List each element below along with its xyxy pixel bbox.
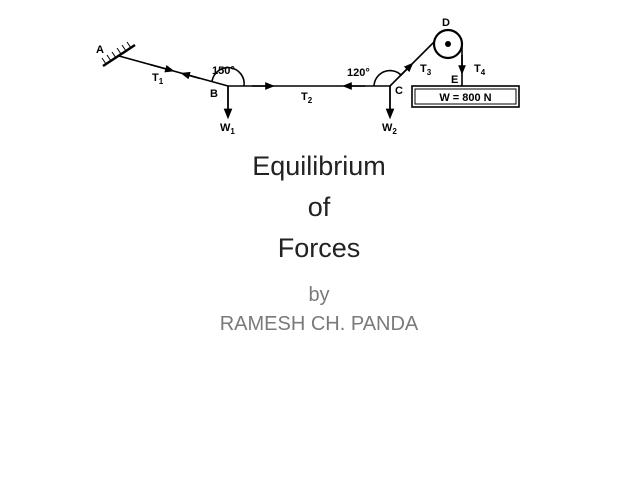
t1-label: T1	[152, 72, 164, 86]
byline-by: by	[308, 284, 330, 306]
t3-label: T3	[420, 63, 432, 77]
point-b-label: B	[210, 88, 218, 100]
t1-arrow	[149, 63, 175, 73]
w1-label: W1	[220, 122, 235, 136]
wall-support	[101, 41, 136, 68]
pulley-hub	[445, 41, 451, 47]
author-name: RAMESH CH. PANDA	[219, 313, 419, 335]
load-box	[411, 85, 520, 108]
angle-arc-b	[211, 66, 245, 87]
point-d-label: D	[442, 17, 450, 29]
load-box-label: W = 800 N	[439, 92, 491, 104]
slide-title: Equilibrium of Forces	[0, 146, 638, 269]
slide-subtitle: by RAMESH CH. PANDA	[0, 281, 638, 339]
title-line-2: of	[307, 192, 331, 222]
angle-b-label: 150°	[212, 65, 235, 77]
title-line-3: Forces	[277, 233, 361, 263]
angle-c-label: 120°	[347, 67, 370, 79]
point-c-label: C	[395, 85, 403, 97]
w2-label: W2	[382, 122, 397, 136]
pulley-force-diagram: W = 800 N A B C D E 150° 120° T1 T2 T3 T…	[96, 17, 520, 136]
title-line-1: Equilibrium	[252, 151, 386, 181]
t3-arrow	[399, 62, 414, 77]
t2-label: T2	[301, 91, 313, 105]
t1-arrow-reverse	[180, 71, 201, 80]
string-cd	[389, 37, 439, 87]
angle-arc-c	[373, 69, 402, 87]
point-e-label: E	[451, 74, 458, 86]
point-a-label: A	[96, 44, 104, 56]
t4-label: T4	[474, 63, 486, 77]
